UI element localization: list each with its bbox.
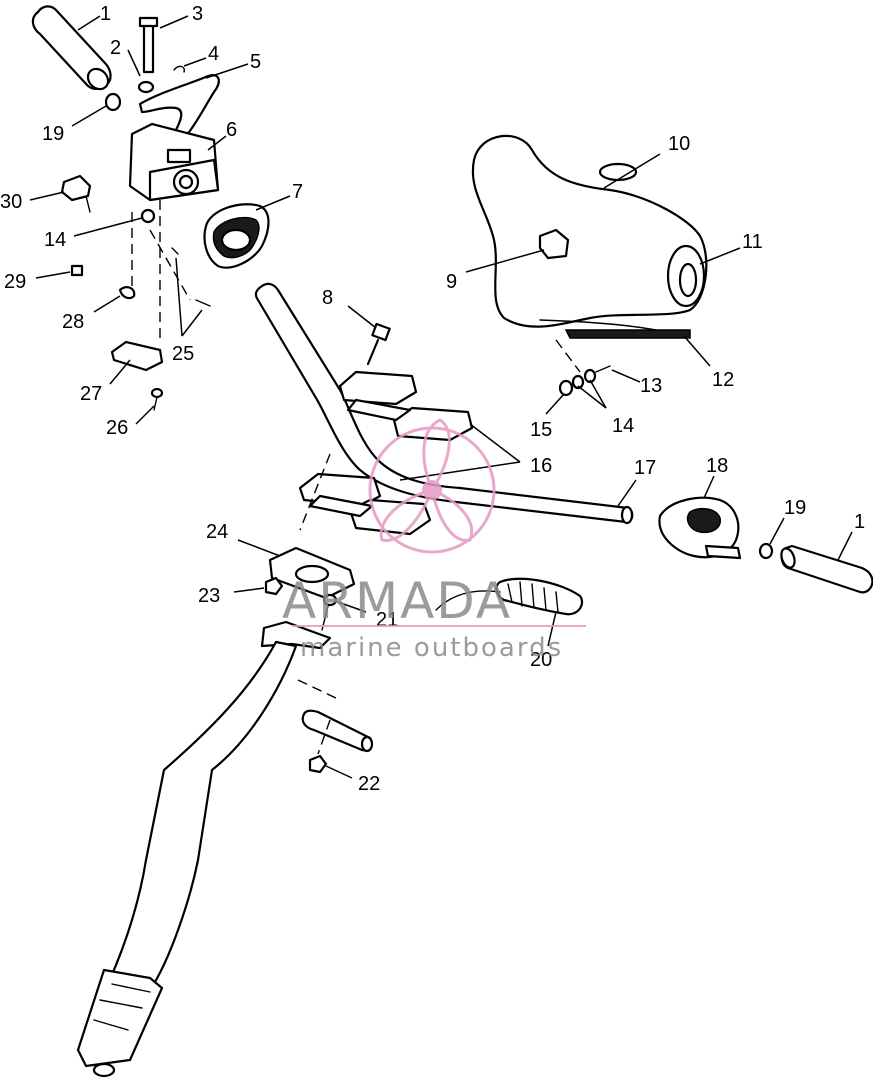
bolt-8 xyxy=(366,322,391,366)
callout-1b: 1 xyxy=(854,511,865,533)
assembly-line-left xyxy=(131,200,191,342)
callout-30: 30 xyxy=(0,191,22,213)
switch-30 xyxy=(60,174,92,213)
callout-1: 1 xyxy=(100,3,111,25)
callout-14b: 14 xyxy=(612,415,634,437)
callout-3: 3 xyxy=(192,3,203,25)
callout-10: 10 xyxy=(668,133,690,155)
callout-24: 24 xyxy=(206,521,228,543)
callout-26: 26 xyxy=(106,417,128,439)
callout-19b: 19 xyxy=(784,497,806,519)
callout-19: 19 xyxy=(42,123,64,145)
plate-27 xyxy=(110,340,164,372)
tube-22 xyxy=(301,709,374,774)
callout-29: 29 xyxy=(4,271,26,293)
screw-26 xyxy=(150,387,164,411)
throttle-housing xyxy=(128,122,220,202)
callout-4: 4 xyxy=(208,43,219,65)
callout-5: 5 xyxy=(250,51,261,73)
handlebar-pad xyxy=(471,134,708,339)
leader-lines xyxy=(29,15,853,779)
callout-13: 13 xyxy=(640,375,662,397)
cover-7 xyxy=(203,203,270,269)
clip-4 xyxy=(173,65,186,73)
watermark-brand: ARMADA xyxy=(282,572,512,630)
callout-17: 17 xyxy=(634,457,656,479)
callout-9: 9 xyxy=(446,271,457,293)
part-25 xyxy=(171,247,211,307)
propeller-logo-icon xyxy=(368,418,496,554)
part-29 xyxy=(70,264,84,277)
callout-25: 25 xyxy=(172,343,194,365)
callout-27: 27 xyxy=(80,383,102,405)
callout-labels: 1 2 3 4 5 19 6 30 7 14 29 28 25 27 26 8 … xyxy=(0,3,865,795)
callout-22: 22 xyxy=(358,773,380,795)
callout-7: 7 xyxy=(292,181,303,203)
steering-post xyxy=(76,620,332,1078)
assembly-line-center xyxy=(299,453,331,531)
nut-23 xyxy=(264,576,284,596)
assembly-line-pad xyxy=(555,339,581,373)
callout-23: 23 xyxy=(198,585,220,607)
right-grip xyxy=(780,544,873,594)
part-28 xyxy=(118,286,136,300)
callout-2: 2 xyxy=(110,37,121,59)
callout-11: 11 xyxy=(742,231,763,253)
callout-15: 15 xyxy=(530,419,552,441)
callout-20: 20 xyxy=(530,649,552,671)
callout-8: 8 xyxy=(322,287,333,309)
handlebar-17 xyxy=(254,282,634,525)
grommet-19 xyxy=(104,92,122,112)
callout-16: 16 xyxy=(530,455,552,477)
pivot-bolt xyxy=(138,16,159,74)
strip-12 xyxy=(564,329,691,339)
callout-14: 14 xyxy=(44,229,66,251)
assembly-line-post xyxy=(297,679,341,755)
post-bracket-24 xyxy=(268,546,356,600)
nut-2 xyxy=(137,80,155,94)
callout-12: 12 xyxy=(712,369,734,391)
fasteners-13-15 xyxy=(558,365,611,397)
left-grip xyxy=(31,5,112,91)
callout-6: 6 xyxy=(226,119,237,141)
callout-18: 18 xyxy=(706,455,728,477)
grommet-19b xyxy=(758,542,774,560)
switch-housing-18 xyxy=(658,496,742,560)
watermark: ARMADA marine outboards xyxy=(282,418,586,663)
watermark-tagline: marine outboards xyxy=(300,633,563,663)
cable-20 xyxy=(435,577,584,616)
callout-28: 28 xyxy=(62,311,84,333)
part-14a xyxy=(140,208,156,224)
